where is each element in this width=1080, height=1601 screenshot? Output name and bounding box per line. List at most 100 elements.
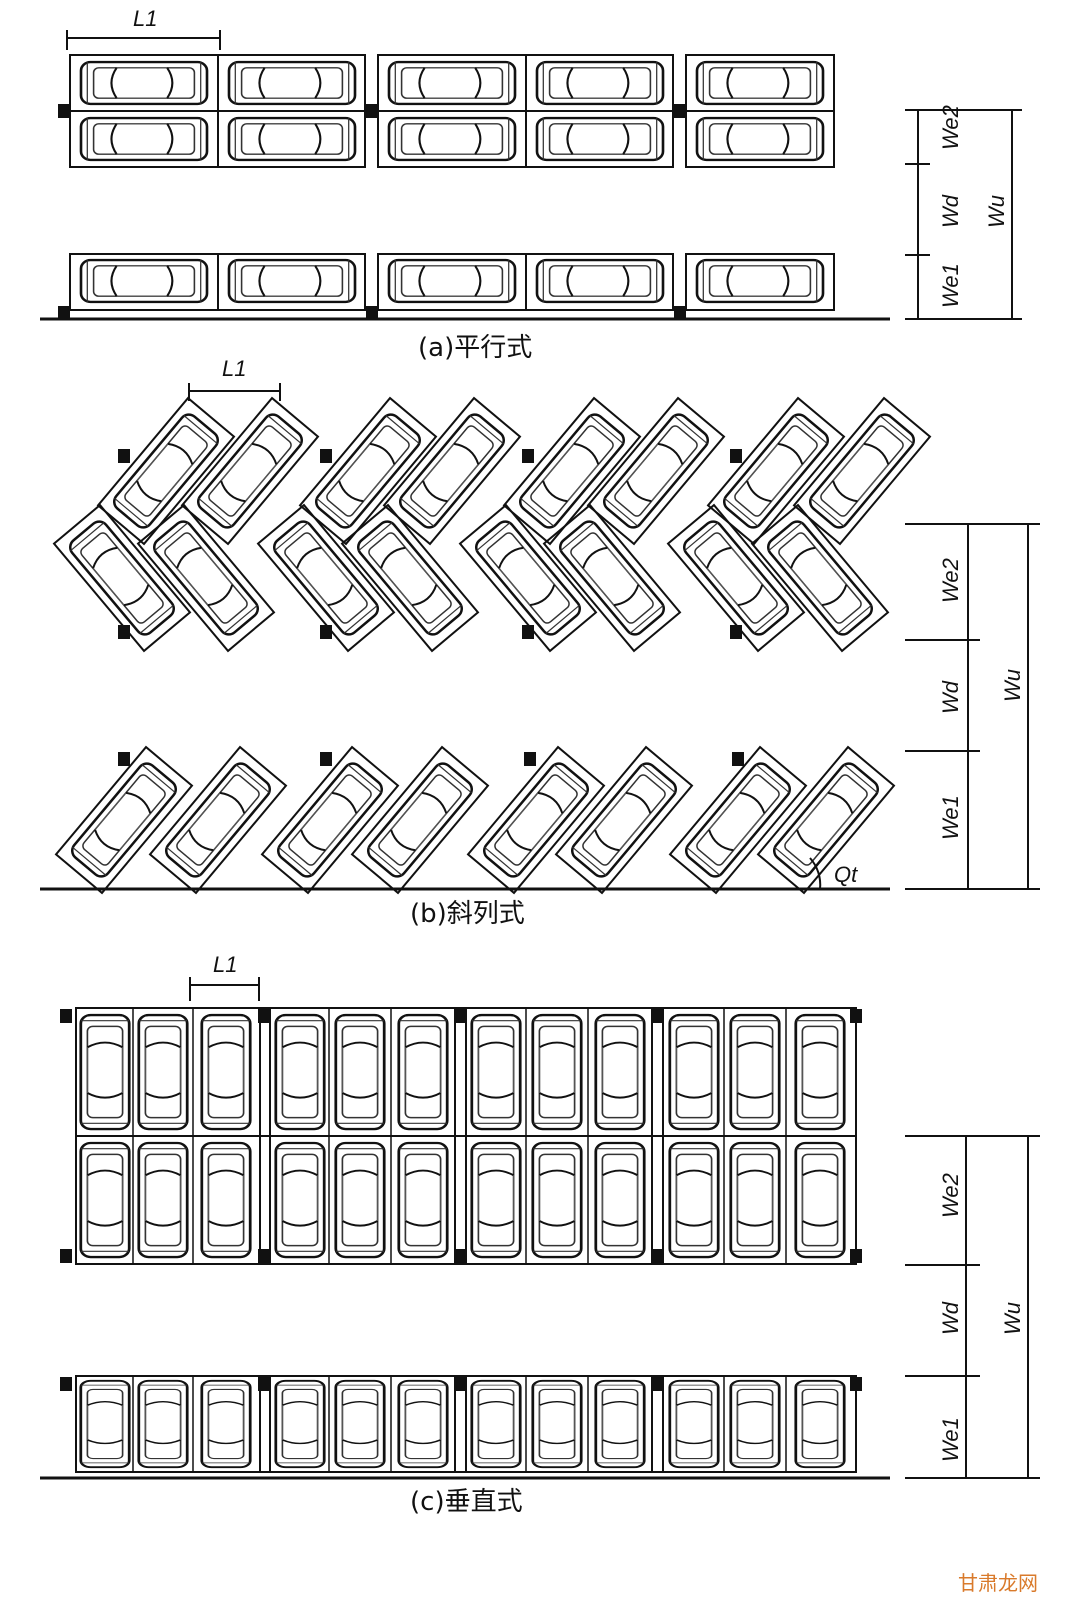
parking-stall-car [502,396,642,546]
structural-column [258,1377,270,1391]
parking-stall-car [200,1141,252,1259]
structural-column [730,449,742,463]
stall-length-dimension: L1 [66,6,221,50]
section-caption: (a)平行式 [418,333,532,363]
we1-label: We1 [938,1417,963,1462]
section-c-perpendicular: L1 [40,952,1040,1517]
parking-stall-car [274,1141,326,1259]
wd-label: Wd [938,680,963,714]
parking-stall-car [79,60,209,106]
parking-stall-car [79,116,209,162]
parking-stall-car [79,1141,131,1259]
structural-column [320,752,332,766]
parking-row-upper [60,1007,862,1265]
structural-column [258,1249,270,1263]
parking-stall-car [148,745,288,895]
watermark: 甘肃龙网 [958,1571,1038,1595]
parking-stall-car [458,503,598,653]
parking-stall-car [200,1379,252,1469]
parking-stall-car [200,1013,252,1131]
wd-label: Wd [938,1301,963,1335]
structural-column [320,449,332,463]
parking-stall-car [350,745,490,895]
parking-stall-car [542,503,682,653]
parking-stall-car [340,503,480,653]
parking-stall-car [531,1379,583,1469]
parking-stall-car [387,60,517,106]
we2-label: We2 [938,1173,963,1218]
structural-column [118,625,130,639]
structural-column [60,1249,72,1263]
parking-stall-car [260,745,400,895]
structural-column [522,449,534,463]
wu-label: Wu [1000,669,1025,702]
structural-column [366,306,378,320]
width-dimensions: We2 Wd Wu We1 [905,1135,1040,1479]
structural-column [60,1009,72,1023]
structural-column [454,1009,466,1023]
parking-stall-car [387,116,517,162]
parking-stall-car [79,1013,131,1131]
parking-stall-car [334,1141,386,1259]
structural-column [730,625,742,639]
angle-marker: Qt [809,857,858,890]
parking-stall-car [298,396,438,546]
parking-stall-car [96,396,236,546]
parking-stall-car [792,396,932,546]
parking-stall-car [729,1379,781,1469]
parking-stall-car [227,116,357,162]
section-a-parallel: L1 [40,6,1022,363]
parking-stall-car [256,503,396,653]
parking-stall-car [137,1013,189,1131]
parking-stall-car [668,745,808,895]
parking-stall-car [554,745,694,895]
stall-length-dimension: L1 [188,356,281,401]
parking-stall-car [79,1379,131,1469]
stall-length-label: L1 [222,356,246,381]
parking-stall-car [470,1141,522,1259]
parking-stall-car [79,258,209,304]
parking-row-upper [58,54,835,168]
parking-stall-car [397,1141,449,1259]
stall-length-dimension: L1 [189,952,260,1001]
parking-stall-car [594,1141,646,1259]
structural-column [522,625,534,639]
parking-stall-car [397,1013,449,1131]
we2-label: We2 [938,105,963,150]
parking-stall-car [794,1013,846,1131]
parking-stall-car [695,60,825,106]
parking-stall-car [180,396,320,546]
parking-row-lower [58,253,835,320]
structural-column [258,1009,270,1023]
structural-column [524,752,536,766]
structural-column [674,306,686,320]
parking-stall-car [794,1141,846,1259]
structural-column [850,1249,862,1263]
we1-label: We1 [938,795,963,840]
angle-label: Qt [834,862,858,887]
width-dimensions: We2 Wd Wu We1 [905,523,1040,890]
parking-stall-car [470,1013,522,1131]
parking-stall-car [666,503,806,653]
parking-stall-car [382,396,522,546]
parking-stall-car [137,1141,189,1259]
section-caption: (c)垂直式 [410,1487,523,1517]
parking-stall-car [227,258,357,304]
parking-stall-car [794,1379,846,1469]
parking-stall-car [470,1379,522,1469]
parking-stall-car [729,1013,781,1131]
parking-stall-car [387,258,517,304]
parking-stall-car [136,503,276,653]
parking-stall-car [274,1379,326,1469]
structural-column [366,104,378,118]
parking-stall-car [756,745,896,895]
parking-stall-car [668,1013,720,1131]
structural-column [60,1377,72,1391]
structural-column [58,306,70,320]
parking-row-upper [52,396,932,653]
structural-column [118,752,130,766]
width-dimensions: We2 Wd Wu We1 [905,105,1022,320]
parking-stall-car [668,1379,720,1469]
